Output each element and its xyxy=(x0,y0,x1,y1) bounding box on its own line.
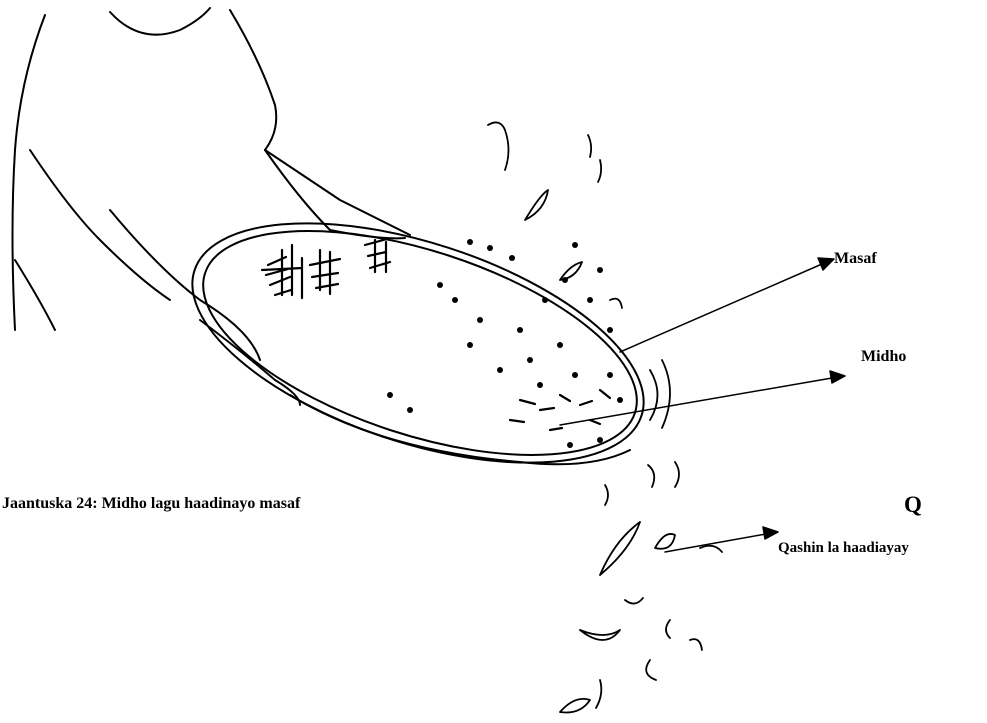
grain-dot xyxy=(517,327,523,333)
tray-inner-rim xyxy=(177,186,664,501)
grain-dot xyxy=(542,297,548,303)
person-figure xyxy=(13,8,411,405)
person-left-arm-upper xyxy=(30,150,170,300)
arrow-masaf-head xyxy=(818,258,834,270)
grain-dot xyxy=(587,297,593,303)
grain-on-tray xyxy=(262,239,610,430)
person-torso-right xyxy=(230,10,276,150)
grain-cluster-left xyxy=(262,245,302,298)
grain-dot xyxy=(477,317,483,323)
grain-dot xyxy=(452,297,458,303)
label-q: Q xyxy=(904,492,922,518)
grain-dot xyxy=(407,407,413,413)
winnowing-tray xyxy=(164,175,673,510)
grain-cluster-bottom xyxy=(510,390,610,430)
motion-lines xyxy=(650,360,670,428)
chaff-piece xyxy=(690,639,702,650)
arrow-masaf xyxy=(620,264,822,352)
grain-dot xyxy=(487,245,493,251)
chaff-piece xyxy=(488,122,509,170)
arrow-qashin-head xyxy=(763,527,778,539)
chaff-piece xyxy=(655,534,675,549)
grain-dot xyxy=(572,242,578,248)
chaff-piece xyxy=(598,160,601,182)
grain-cluster-small xyxy=(365,239,390,272)
flying-chaff-upper xyxy=(488,122,622,308)
chaff-piece xyxy=(525,190,548,220)
arrow-midho-head xyxy=(830,371,845,383)
chaff-piece xyxy=(596,680,601,708)
chaff-piece xyxy=(560,262,582,280)
chaff-piece xyxy=(600,522,640,575)
label-midho: Midho xyxy=(861,348,906,366)
label-qashin: Qashin la haadiayay xyxy=(778,540,909,557)
arrow-qashin xyxy=(665,534,766,552)
chaff-piece xyxy=(610,299,622,308)
grain-dot xyxy=(437,282,443,288)
person-shirt-fold xyxy=(15,260,55,330)
chaff-piece xyxy=(646,660,656,680)
grain-dot xyxy=(597,267,603,273)
grain-dot xyxy=(557,342,563,348)
chaff-piece xyxy=(580,630,620,640)
chaff-piece xyxy=(588,135,591,157)
falling-chaff xyxy=(560,462,722,713)
grain-dot xyxy=(509,255,515,261)
chaff-piece xyxy=(648,465,654,487)
figure-caption: Jaantuska 24: Midho lagu haadinayo masaf xyxy=(2,495,300,513)
label-masaf: Masaf xyxy=(834,250,877,268)
motion-line xyxy=(662,360,670,428)
motion-line xyxy=(650,370,658,420)
chaff-piece xyxy=(605,485,608,505)
grain-dot xyxy=(527,357,533,363)
grain-dot xyxy=(467,342,473,348)
chaff-piece xyxy=(560,699,590,713)
person-right-arm xyxy=(265,150,410,235)
chaff-piece xyxy=(625,598,643,604)
grain-dot xyxy=(567,442,573,448)
grain-dot xyxy=(387,392,393,398)
grain-dot xyxy=(597,437,603,443)
arrow-midho xyxy=(560,378,832,425)
grain-dot xyxy=(617,397,623,403)
grain-dot xyxy=(607,327,613,333)
chaff-piece xyxy=(700,546,722,552)
person-neckline xyxy=(110,8,210,35)
grain-dot xyxy=(537,382,543,388)
annotation-arrows xyxy=(560,258,845,552)
grain-dot xyxy=(607,372,613,378)
grain-dot xyxy=(572,372,578,378)
chaff-piece xyxy=(666,620,670,638)
grain-dot xyxy=(497,367,503,373)
grain-cluster-mid xyxy=(310,250,340,294)
grain-dot xyxy=(467,239,473,245)
chaff-piece xyxy=(675,462,679,487)
